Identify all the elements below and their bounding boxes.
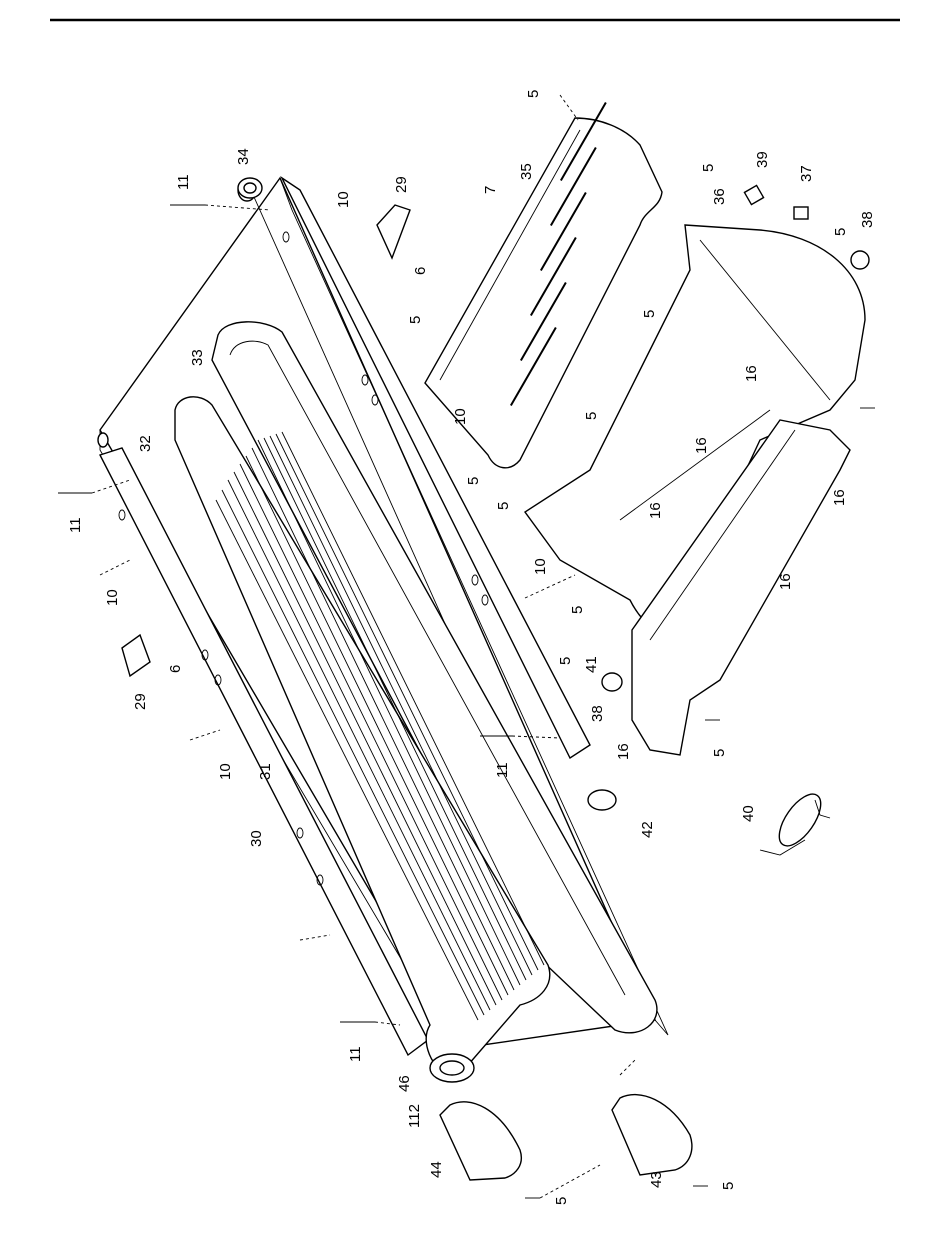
callout-label: 42: [639, 821, 656, 838]
callout-label: 5: [700, 164, 717, 172]
callout-label: 32: [137, 435, 154, 452]
callout-label: 16: [647, 502, 664, 519]
callout-label: 16: [743, 365, 760, 382]
callout-label: 5: [407, 316, 424, 324]
callout-label: 11: [347, 1046, 364, 1062]
callout-label: 11: [175, 174, 192, 190]
callout-label: 112: [406, 1104, 423, 1128]
callout-label: 5: [553, 1197, 570, 1205]
callout-label: 16: [777, 573, 794, 590]
callout-label: 5: [569, 606, 586, 614]
callout-label: 6: [412, 267, 429, 275]
callout-label: 5: [583, 412, 600, 420]
callout-label: 11: [67, 517, 84, 533]
callout-label: 16: [693, 437, 710, 454]
rear-endcap-right: [612, 1095, 692, 1175]
callout-label: 40: [740, 805, 757, 822]
callout-label: 46: [396, 1075, 413, 1092]
callout-label: 29: [132, 693, 149, 710]
callout-label: 34: [235, 148, 252, 165]
callout-label: 5: [525, 90, 542, 98]
callout-label: 36: [711, 188, 728, 205]
callout-label: 35: [518, 163, 535, 180]
callout-label: 30: [248, 830, 265, 847]
callout-label: 37: [798, 165, 815, 182]
callout-label: 39: [754, 151, 771, 168]
callout-label: 10: [532, 558, 549, 575]
rear-endcap-left: [440, 1102, 521, 1180]
callout-label: 29: [393, 176, 410, 193]
callout-label: 41: [583, 656, 600, 673]
callout-label: 10: [104, 589, 121, 606]
callout-label: 33: [189, 349, 206, 366]
rear-roller: [430, 1054, 474, 1082]
callout-label: 5: [832, 228, 849, 236]
callout-label: 5: [495, 502, 512, 510]
callout-label: 16: [615, 743, 632, 760]
callout-label: 11: [494, 762, 511, 778]
callout-label: 5: [641, 310, 658, 318]
callout-label: 44: [428, 1161, 445, 1178]
callout-label: 10: [335, 191, 352, 208]
front-roller: [238, 178, 262, 198]
callout-label: 5: [465, 477, 482, 485]
callout-label: 38: [589, 705, 606, 722]
callout-label: 5: [557, 657, 574, 665]
callout-label: 43: [648, 1171, 665, 1188]
callout-label: 7: [482, 186, 499, 194]
callout-label: 16: [831, 489, 848, 506]
callout-label: 10: [452, 408, 469, 425]
callout-label: 38: [859, 211, 876, 228]
callout-label: 10: [217, 763, 234, 780]
callout-label: 5: [720, 1182, 737, 1190]
callout-label: 5: [711, 749, 728, 757]
callout-label: 6: [167, 665, 184, 673]
callout-label: 31: [257, 763, 274, 780]
